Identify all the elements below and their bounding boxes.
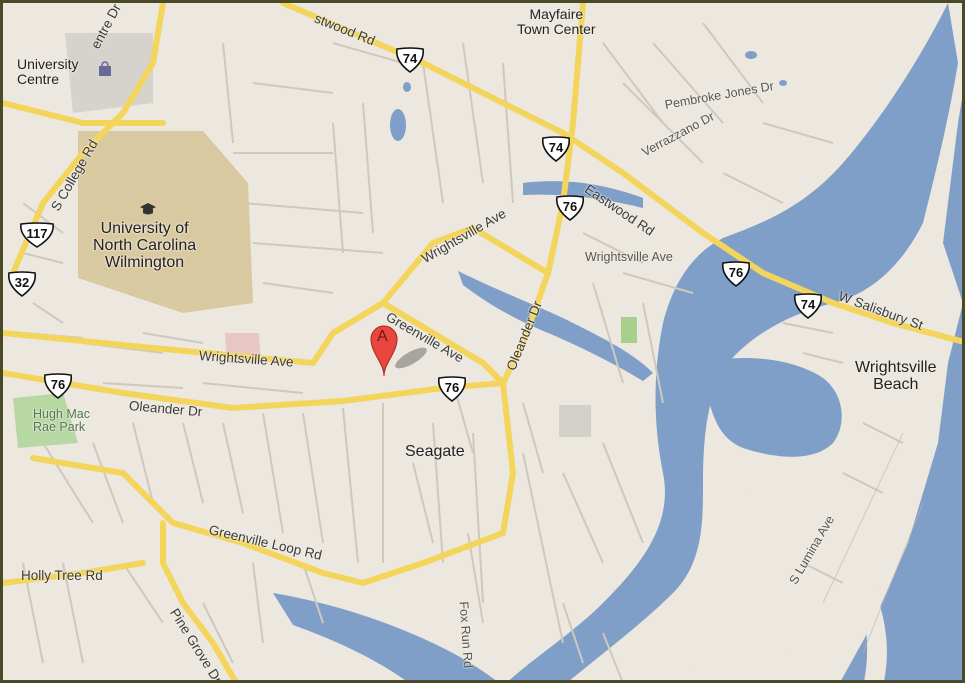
us-76-shield-east: 76 <box>721 261 751 287</box>
us-117-shield: 117 <box>19 222 55 248</box>
us-76-shield-mid: 76 <box>555 195 585 221</box>
major-roads <box>3 3 962 680</box>
us-highway-shield-icon <box>721 261 751 287</box>
road-holly-tree-rd: Holly Tree Rd <box>21 568 103 583</box>
us-highway-shield-icon <box>541 136 571 162</box>
us-highway-shield-icon <box>43 373 73 399</box>
marker-label: A <box>377 328 388 345</box>
road-wrightsville-ave-east: Wrightsville Ave <box>585 250 673 264</box>
water-bodies <box>273 3 962 680</box>
us-76-shield-center: 76 <box>437 376 467 402</box>
us-highway-shield-icon <box>555 195 585 221</box>
park-patch <box>621 317 637 343</box>
us-74-shield-east: 74 <box>793 293 823 319</box>
marker-a[interactable] <box>370 325 430 377</box>
us-highway-shield-icon <box>437 376 467 402</box>
us-highway-shield-icon <box>793 293 823 319</box>
us-74-shield-top: 74 <box>395 47 425 73</box>
us-74-shield-mid: 74 <box>541 136 571 162</box>
place-uncw: University of North Carolina Wilmington <box>93 220 197 271</box>
place-hugh-mac-rae-park: Hugh Mac Rae Park <box>33 407 90 435</box>
school-patch <box>559 405 591 437</box>
place-university-centre: University Centre <box>17 56 79 87</box>
uncw-campus-area <box>78 131 253 313</box>
minor-streets <box>22 22 904 680</box>
route-32-shield: 32 <box>7 271 37 297</box>
map-tiles <box>3 3 962 680</box>
us-highway-shield-icon <box>7 271 37 297</box>
us-highway-shield-icon <box>395 47 425 73</box>
hugh-mac-rae-park-area <box>13 393 78 448</box>
place-seagate: Seagate <box>405 443 465 460</box>
place-mayfaire-town-center: Mayfaire Town Center <box>517 6 596 37</box>
us-76-shield-west: 76 <box>43 373 73 399</box>
place-wrightsville-beach: Wrightsville Beach <box>855 359 937 393</box>
us-highway-shield-icon <box>20 222 54 248</box>
